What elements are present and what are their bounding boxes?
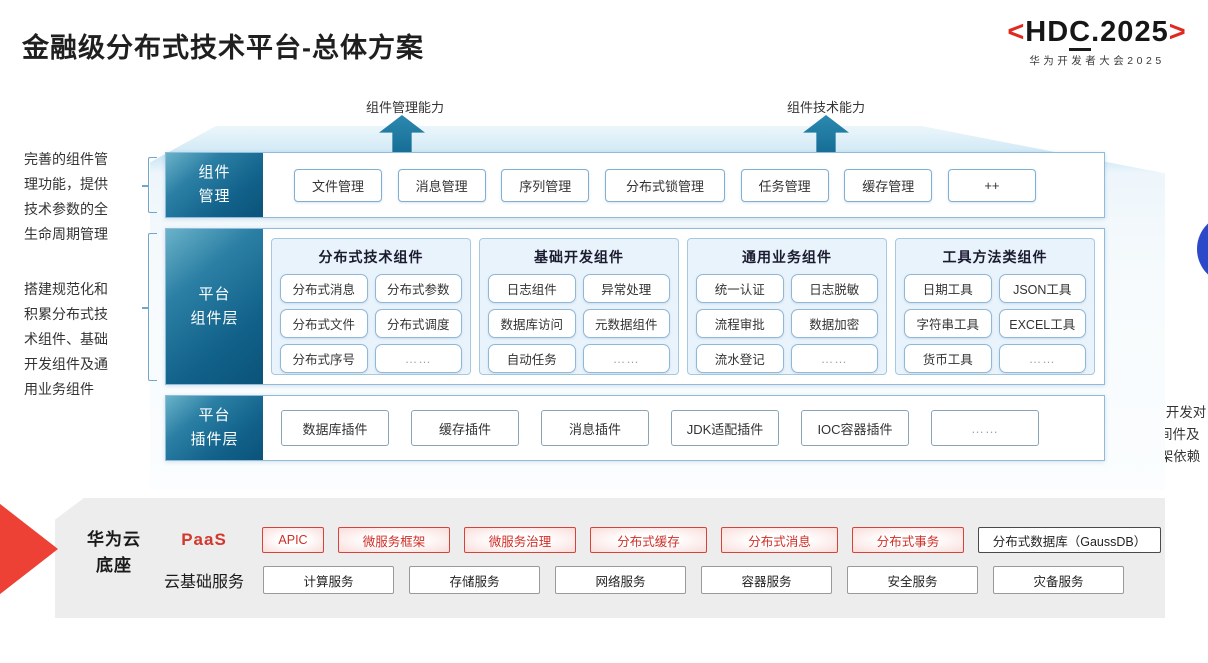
paas-item: 分布式事务 — [852, 527, 964, 553]
layer-platform-components: 平台 组件层 分布式技术组件 分布式消息 分布式参数 分布式文件 分布式调度 分… — [165, 228, 1105, 385]
group-title: 通用业务组件 — [742, 249, 832, 265]
component-item: 流程审批 — [696, 309, 784, 338]
management-items: 文件管理 消息管理 序列管理 分布式锁管理 任务管理 缓存管理 ++ — [294, 153, 1036, 217]
component-item: 字符串工具 — [904, 309, 992, 338]
component-item: 统一认证 — [696, 274, 784, 303]
mgmt-item: 分布式锁管理 — [604, 168, 725, 202]
plugin-item: 数据库插件 — [281, 410, 389, 446]
mgmt-item: 任务管理 — [740, 168, 829, 202]
hdc-right-angle-icon: > — [1168, 16, 1187, 48]
paas-item: APIC — [262, 527, 324, 553]
group-tool-methods: 工具方法类组件 日期工具 JSON工具 字符串工具 EXCEL工具 货币工具 …… — [895, 238, 1095, 375]
group-title: 基础开发组件 — [534, 249, 624, 265]
page-title: 金融级分布式技术平台-总体方案 — [22, 33, 424, 63]
group-common-business: 通用业务组件 统一认证 日志脱敏 流程审批 数据加密 流水登记 …… — [687, 238, 887, 375]
component-item: 元数据组件 — [582, 309, 670, 338]
note-component-accumulation: 搭建规范化和积累分布式技术组件、基础开发组件及通用业务组件 — [24, 281, 108, 397]
cloud-service-item: 网络服务 — [555, 566, 686, 594]
mgmt-item: 缓存管理 — [844, 168, 933, 202]
plugin-item: 消息插件 — [541, 410, 649, 446]
component-item-more: …… — [582, 344, 670, 373]
cloud-services-row: 云基础服务 计算服务 存储服务 网络服务 容器服务 安全服务 灾备服务 — [160, 566, 1124, 594]
capability-label-technical: 组件技术能力 — [786, 100, 865, 115]
component-item: 自动任务 — [488, 344, 576, 373]
capability-label-management: 组件管理能力 — [365, 100, 444, 115]
group-distributed-tech: 分布式技术组件 分布式消息 分布式参数 分布式文件 分布式调度 分布式序号 …… — [271, 238, 471, 375]
component-item: 分布式参数 — [374, 274, 462, 303]
paas-item: 微服务治理 — [464, 527, 576, 553]
bracket-row2 — [142, 233, 157, 381]
component-item: 数据库访问 — [488, 309, 576, 338]
cloud-service-item: 容器服务 — [701, 566, 832, 594]
component-item: 异常处理 — [582, 274, 670, 303]
hdc-2025-logo: <HDC.2025> 华为开发者大会2025 — [992, 16, 1202, 68]
layer-platform-plugins: 平台 插件层 数据库插件 缓存插件 消息插件 JDK适配插件 IOC容器插件 …… — [165, 395, 1105, 461]
huawei-cloud-foundation-panel: 华为云 底座 PaaS APIC 微服务框架 微服务治理 分布式缓存 分布式消息… — [55, 498, 1165, 618]
note-management-capability: 完善的组件管理功能，提供技术参数的全生命周期管理 — [24, 151, 108, 242]
plugin-item-more: …… — [931, 410, 1039, 446]
paas-item: 微服务框架 — [338, 527, 450, 553]
paas-row: PaaS APIC 微服务框架 微服务治理 分布式缓存 分布式消息 分布式事务 … — [160, 527, 1161, 553]
group-title: 工具方法类组件 — [942, 249, 1048, 265]
component-item-more: …… — [374, 344, 462, 373]
hdc-left-angle-icon: < — [1007, 16, 1026, 48]
component-item: 分布式文件 — [280, 309, 368, 338]
component-item: 数据加密 — [790, 309, 878, 338]
layer-label-platform-components: 平台 组件层 — [166, 229, 263, 384]
component-item: 分布式调度 — [374, 309, 462, 338]
plugin-items: 数据库插件 缓存插件 消息插件 JDK适配插件 IOC容器插件 …… — [281, 396, 1039, 460]
plugin-item: JDK适配插件 — [671, 410, 779, 446]
mgmt-item: 文件管理 — [294, 168, 382, 202]
layer-label-component-management: 组件 管理 — [166, 153, 263, 217]
mgmt-item-more: ++ — [947, 168, 1036, 202]
component-item: 分布式消息 — [280, 274, 368, 303]
mgmt-item: 序列管理 — [501, 168, 590, 202]
bracket-row1 — [142, 157, 157, 213]
group-title: 分布式技术组件 — [318, 249, 424, 265]
layer-label-platform-plugins: 平台 插件层 — [166, 396, 263, 460]
plugin-item: IOC容器插件 — [801, 410, 909, 446]
component-item-more: …… — [790, 344, 878, 373]
component-item: 流水登记 — [696, 344, 784, 373]
cloud-service-item: 安全服务 — [847, 566, 978, 594]
cloud-service-item: 计算服务 — [263, 566, 394, 594]
cloud-services-label: 云基础服务 — [163, 574, 244, 591]
group-basic-dev: 基础开发组件 日志组件 异常处理 数据库访问 元数据组件 自动任务 …… — [479, 238, 679, 375]
hdc-logo-text: <HDC.2025> — [992, 16, 1202, 51]
component-item: 分布式序号 — [280, 344, 368, 373]
component-item: JSON工具 — [998, 274, 1086, 303]
component-item-more: …… — [998, 344, 1086, 373]
component-item: 日期工具 — [904, 274, 992, 303]
paas-label: PaaS — [181, 530, 227, 549]
plugin-item: 缓存插件 — [411, 410, 519, 446]
paas-item: 分布式缓存 — [590, 527, 707, 553]
foundation-label: 华为云 底座 — [87, 530, 141, 575]
layer-component-management: 组件 管理 文件管理 消息管理 序列管理 分布式锁管理 任务管理 缓存管理 ++ — [165, 152, 1105, 218]
red-arrow-icon — [0, 503, 58, 595]
cloud-service-item: 存储服务 — [409, 566, 540, 594]
blue-circle-decoration — [1197, 214, 1208, 284]
paas-item: 分布式消息 — [721, 527, 838, 553]
paas-item-gaussdb: 分布式数据库（GaussDB） — [978, 527, 1161, 553]
hdc-logo-subtitle: 华为开发者大会2025 — [1029, 55, 1165, 67]
component-item: 日志脱敏 — [790, 274, 878, 303]
component-groups: 分布式技术组件 分布式消息 分布式参数 分布式文件 分布式调度 分布式序号 ……… — [271, 238, 1095, 375]
component-item: 日志组件 — [488, 274, 576, 303]
component-item: EXCEL工具 — [998, 309, 1086, 338]
cloud-service-item: 灾备服务 — [993, 566, 1124, 594]
component-item: 货币工具 — [904, 344, 992, 373]
mgmt-item: 消息管理 — [397, 168, 486, 202]
